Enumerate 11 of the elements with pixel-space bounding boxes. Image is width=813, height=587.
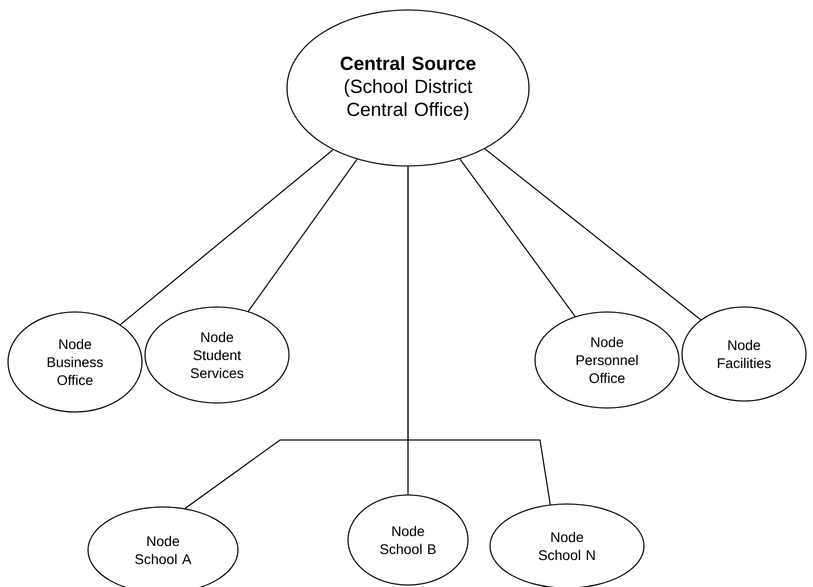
ellipse-node: Node Personnel Office <box>534 311 680 409</box>
ellipse-node: Node Student Services <box>144 306 290 404</box>
ellipse-node: Node School B <box>347 494 469 586</box>
connector-line <box>120 149 334 326</box>
ellipse-node: Node Business Office <box>7 311 143 413</box>
connector-line <box>407 166 551 505</box>
ellipse-node: Central Source (School District Central Office) <box>286 9 530 167</box>
connector-line <box>460 158 576 317</box>
connector-line <box>484 148 702 320</box>
connector-line <box>248 158 358 312</box>
ellipse-node: Node Facilities <box>681 306 807 402</box>
